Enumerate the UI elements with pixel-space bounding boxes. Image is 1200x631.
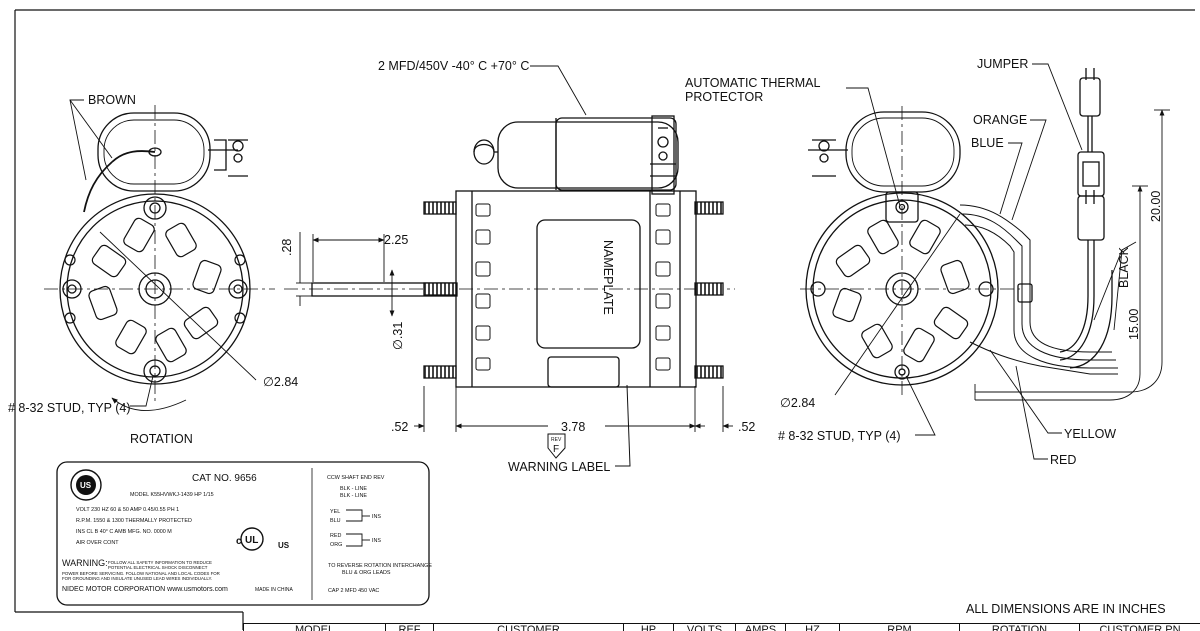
col-hz: HZ [785, 624, 839, 631]
body-length-dim: 3.78 [561, 420, 585, 434]
rev-word: REV [551, 437, 562, 443]
np-blu: BLU [330, 518, 341, 524]
nameplate-label: NAMEPLATE [601, 240, 615, 315]
stud-right-len-dim: .52 [738, 420, 755, 434]
np-warning-1: FOLLOW ALL SAFETY INFORMATION TO REDUCE [108, 560, 212, 565]
col-amps: AMPS [735, 624, 785, 631]
left-diameter-dim: ∅2.84 [263, 375, 298, 389]
np-blk-line-1: BLK - LINE [340, 486, 367, 492]
np-rpm: R.P.M. 1550 & 1300 THERMALLY PROTECTED [76, 518, 192, 524]
drawing-border [14, 9, 1195, 630]
col-rpm: RPM [839, 624, 959, 631]
np-cat: CAT NO. 9656 [192, 473, 257, 484]
rotation-label: ROTATION [130, 432, 193, 446]
np-ins-1: INS [372, 514, 381, 520]
np-yel: YEL [330, 509, 340, 515]
stud-left-len-dim: .52 [391, 420, 408, 434]
col-rotation: ROTATION [959, 624, 1079, 631]
shaft-length-dim: 2.25 [384, 233, 408, 247]
right-view-leaders [834, 63, 1170, 460]
red-callout: RED [1050, 453, 1076, 467]
lead-15-dim: 15.00 [1127, 309, 1141, 340]
col-hp: HP [623, 624, 673, 631]
col-customer-pn: CUSTOMER PN [1079, 624, 1200, 631]
np-reverse-2: BLU & ORG LEADS [342, 570, 391, 576]
np-reverse-1: TO REVERSE ROTATION INTERCHANGE [328, 563, 432, 569]
left-view-leaders [69, 99, 187, 411]
capacitor-leader [530, 65, 587, 116]
company-logo: US [70, 469, 102, 501]
lead-20-dim: 20.00 [1149, 191, 1163, 222]
np-made-in: MADE IN CHINA [255, 587, 293, 593]
right-end-view [800, 68, 1118, 398]
title-block-header: MODEL REF CUSTOMER HP VOLTS AMPS HZ RPM … [243, 623, 1200, 631]
black-callout: BLACK [1117, 246, 1131, 288]
svg-text:US: US [80, 481, 92, 490]
nameplate-card: US [56, 461, 430, 606]
brown-callout: BROWN [88, 93, 136, 107]
ul-certification-mark [240, 527, 264, 551]
np-cap: CAP 2 MFD 450 VAC [328, 588, 379, 594]
np-blk-line-2: BLK - LINE [340, 493, 367, 499]
col-ref: REF [385, 624, 433, 631]
np-company: NIDEC MOTOR CORPORATION www.usmotors.com [62, 586, 228, 593]
right-diameter-dim: ∅2.84 [780, 396, 815, 410]
shaft-height-dim: .28 [280, 239, 294, 256]
np-volt: VOLT 230 HZ 60 & 50 AMP 0.45/0.55 PH 1 [76, 507, 179, 513]
np-cert-us: US [278, 541, 290, 550]
warning-label-marker [547, 384, 631, 467]
col-volts: VOLTS [673, 624, 735, 631]
jumper-callout: JUMPER [977, 57, 1028, 71]
side-view-dims [296, 232, 733, 432]
np-cert-ul: UL [245, 535, 258, 546]
np-org: ORG [330, 542, 342, 548]
left-stud-callout: # 8-32 STUD, TYP (4) [8, 401, 131, 415]
np-air: AIR OVER CONT [76, 540, 119, 546]
col-model: MODEL [243, 624, 385, 631]
rev-letter: F [553, 444, 559, 455]
col-customer: CUSTOMER [433, 624, 623, 631]
np-warning-word: WARNING: [62, 558, 108, 568]
side-view [284, 115, 735, 388]
np-ccw: CCW SHAFT END REV [327, 475, 385, 481]
np-cert-c: c [236, 536, 242, 547]
orange-callout: ORANGE [973, 113, 1027, 127]
thermal-protector-callout-1: AUTOMATIC THERMAL [685, 76, 820, 90]
np-ins-2: INS [372, 538, 381, 544]
np-ins: INS CL B 40° C AMB MFG. NO. 0000 M [76, 529, 172, 535]
shaft-dia-dim: ∅.31 [391, 322, 405, 350]
np-warning-4: FOR GROUNDING AND INSULATE UNUSED LEAD W… [62, 576, 212, 581]
thermal-protector-leader [846, 87, 901, 207]
blue-callout: BLUE [971, 136, 1004, 150]
dimensions-note: ALL DIMENSIONS ARE IN INCHES [966, 602, 1166, 616]
right-stud-callout: # 8-32 STUD, TYP (4) [778, 429, 901, 443]
np-warning-3: POWER BEFORE SERVICING. FOLLOW NATIONAL … [62, 571, 220, 576]
np-model: MODEL K55HVWKJ-1439 HP 1/15 [130, 492, 214, 498]
np-red: RED [330, 533, 341, 539]
left-end-view [44, 105, 275, 405]
capacitor-callout: 2 MFD/450V -40° C +70° C [378, 59, 529, 73]
warning-label-callout: WARNING LABEL [508, 460, 610, 474]
np-warning-2: POTENTIAL ELECTRICAL SHOCK DISCONNECT [108, 565, 208, 570]
yellow-callout: YELLOW [1064, 427, 1116, 441]
thermal-protector-callout-2: PROTECTOR [685, 90, 763, 104]
